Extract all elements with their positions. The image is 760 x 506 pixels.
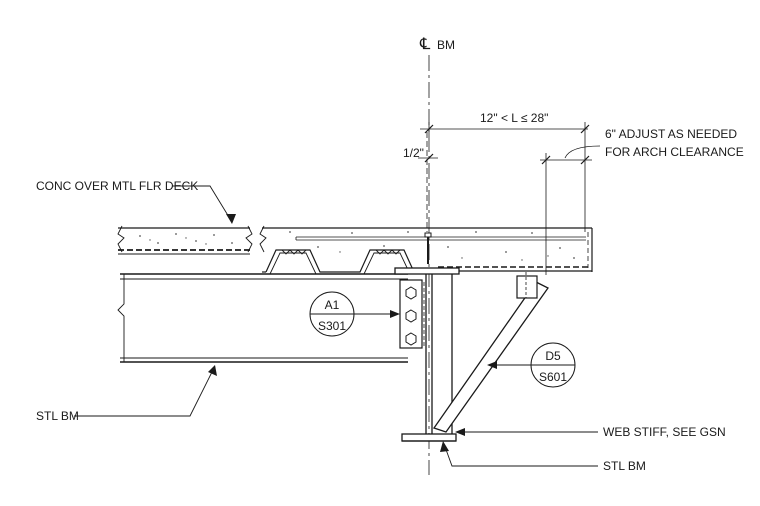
span-dimension <box>420 122 590 232</box>
left-beam-arrow <box>208 365 217 376</box>
main-slab <box>259 225 593 272</box>
bottom-beam-arrow <box>440 441 449 452</box>
web-stiff-note: WEB STIFF, SEE GSN <box>603 425 726 439</box>
metal-deck <box>262 249 420 275</box>
callout-d5-bottom: S601 <box>539 370 567 384</box>
callout-d5-s601 <box>487 342 576 388</box>
left-steel-beam <box>117 273 408 363</box>
callout-d5-top: D5 <box>545 349 561 363</box>
shear-stud <box>424 232 432 264</box>
deck-arrow <box>226 214 236 224</box>
left-beam-leader <box>74 367 215 417</box>
kicker-brace <box>432 272 549 433</box>
left-slab <box>117 225 253 255</box>
adjust-note-line1: 6" ADJUST AS NEEDED <box>605 127 737 141</box>
bottom-beam-leader <box>443 443 598 467</box>
adjust-note-line2: FOR ARCH CLEARANCE <box>605 145 744 159</box>
centerline-label: BM <box>437 38 455 52</box>
left-beam-note: STL BM <box>36 409 79 423</box>
deck-leader <box>172 185 233 223</box>
adjust-dimension <box>540 145 601 275</box>
centerline-symbol: ℄ <box>419 36 431 53</box>
web-stiff-arrow <box>455 428 465 436</box>
offset-dimension <box>418 132 438 232</box>
bottom-beam-note: STL BM <box>603 459 646 473</box>
callout-a1-bottom: S301 <box>318 319 346 333</box>
deck-note: CONC OVER MTL FLR DECK <box>36 179 198 193</box>
span-dimension-text: 12" < L ≤ 28" <box>480 111 548 125</box>
shear-plate <box>399 279 425 349</box>
offset-dimension-text: 1/2" <box>403 146 424 160</box>
callout-a1-top: A1 <box>325 298 340 312</box>
callout-a1-s301 <box>309 291 400 337</box>
